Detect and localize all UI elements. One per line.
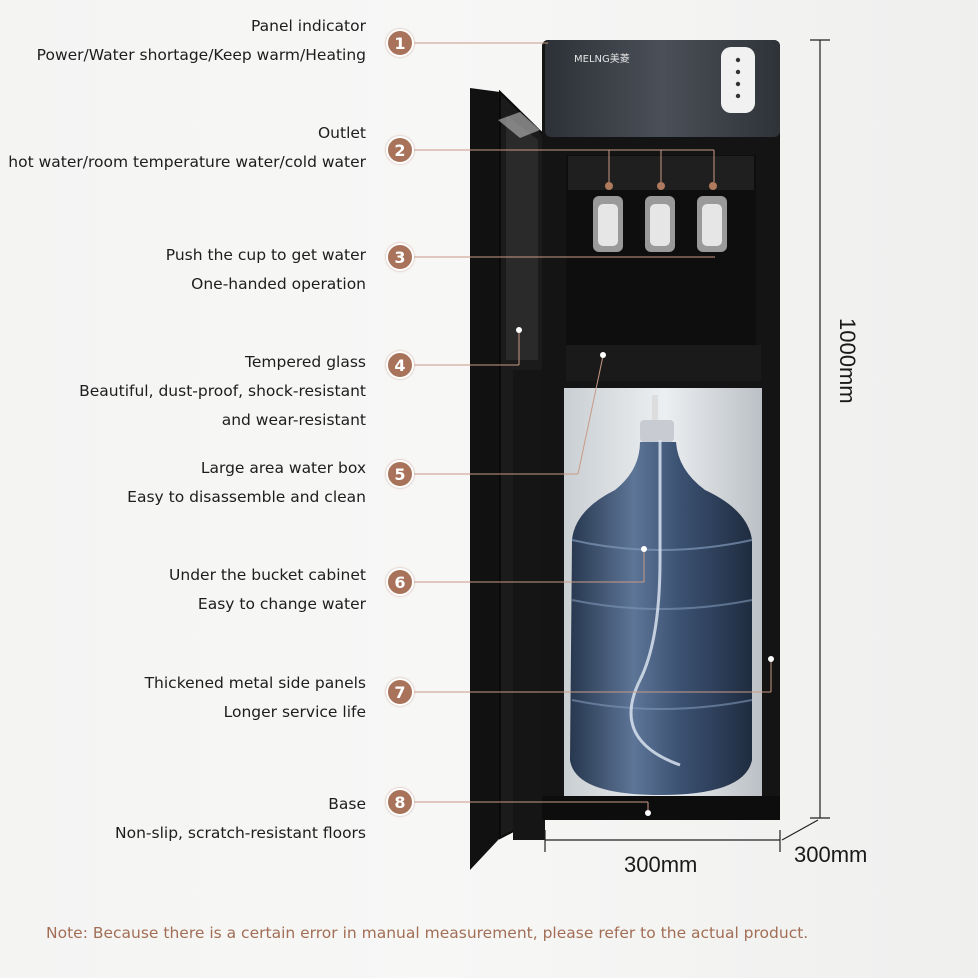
feature-2-badge: 2 xyxy=(386,136,414,164)
feature-5-label: Large area water box Easy to disassemble… xyxy=(127,454,366,512)
feature-7-label: Thickened metal side panels Longer servi… xyxy=(145,669,366,727)
feature-3-desc: One-handed operation xyxy=(191,275,366,293)
leader-endpoints xyxy=(516,327,774,816)
feature-3-title: Push the cup to get water xyxy=(165,246,366,264)
water-bottle xyxy=(570,395,753,795)
feature-4-desc-2: and wear-resistant xyxy=(221,411,366,429)
feature-2-desc: hot water/room temperature water/cold wa… xyxy=(8,153,366,171)
brand-logo: MELNG美菱 xyxy=(574,52,630,65)
feature-4-title: Tempered glass xyxy=(245,353,366,371)
feature-5-desc: Easy to disassemble and clean xyxy=(127,488,366,506)
feature-7-title: Thickened metal side panels xyxy=(144,674,366,692)
leader-lines xyxy=(414,42,772,812)
height-dimension-label: 1000mm xyxy=(835,318,860,404)
feature-8-title: Base xyxy=(328,795,366,813)
feature-2-title: Outlet xyxy=(317,124,366,142)
feature-6-desc: Easy to change water xyxy=(197,595,366,613)
feature-1-badge: 1 xyxy=(386,29,414,57)
feature-3-badge: 3 xyxy=(386,243,414,271)
feature-4-badge: 4 xyxy=(386,351,414,379)
feature-5-title: Large area water box xyxy=(200,459,366,477)
width-dimension-label: 300mm xyxy=(624,852,698,877)
feature-3-label: Push the cup to get water One-handed ope… xyxy=(166,241,366,299)
measurement-note: Note: Because there is a certain error i… xyxy=(46,924,809,942)
feature-1-title: Panel indicator xyxy=(251,17,366,35)
feature-8-badge: 8 xyxy=(386,788,414,816)
feature-6-title: Under the bucket cabinet xyxy=(169,566,366,584)
outlet-hot xyxy=(593,182,623,252)
feature-2-label: Outlet hot water/room temperature water/… xyxy=(8,119,366,177)
outlet-room-temp xyxy=(645,182,675,252)
base xyxy=(542,796,780,820)
depth-dimension-label: 300mm xyxy=(794,842,868,867)
outlet-cold xyxy=(697,182,727,252)
feature-8-label: Base Non-slip, scratch-resistant floors xyxy=(115,790,366,848)
feature-8-desc: Non-slip, scratch-resistant floors xyxy=(115,824,366,842)
indicator-panel xyxy=(721,47,755,113)
feature-1-label: Panel indicator Power/Water shortage/Kee… xyxy=(37,12,366,70)
glass-door xyxy=(470,88,545,870)
feature-7-desc: Longer service life xyxy=(223,703,366,721)
feature-4-desc-1: Beautiful, dust-proof, shock-resistant xyxy=(79,382,366,400)
feature-5-badge: 5 xyxy=(386,460,414,488)
feature-6-label: Under the bucket cabinet Easy to change … xyxy=(169,561,366,619)
dimension-lines xyxy=(544,39,830,852)
feature-7-badge: 7 xyxy=(386,678,414,706)
feature-4-label: Tempered glass Beautiful, dust-proof, sh… xyxy=(79,348,366,435)
feature-1-desc: Power/Water shortage/Keep warm/Heating xyxy=(36,46,366,64)
feature-6-badge: 6 xyxy=(386,568,414,596)
